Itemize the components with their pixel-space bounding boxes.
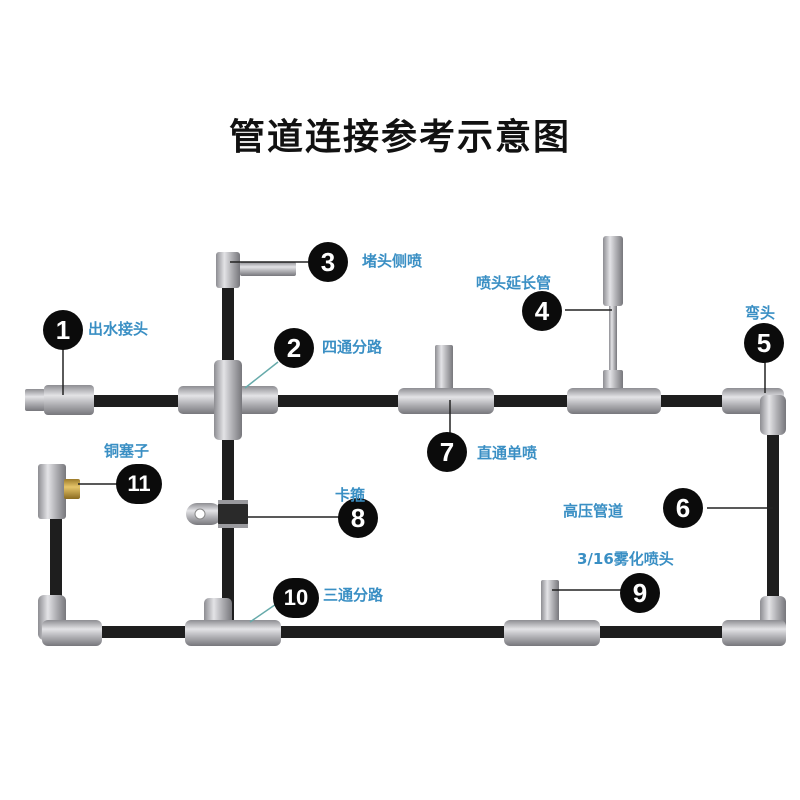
badge-11: 11 [116, 464, 162, 504]
label-four-way: 四通分路 [322, 338, 383, 356]
nozzle-extension-pipe [567, 236, 661, 414]
badge-2: 2 [274, 328, 314, 368]
badge-3: 3 [308, 242, 348, 282]
plug-side-spray [216, 252, 296, 288]
label-high-pressure-pipe: 高压管道 [563, 502, 624, 520]
label-extension-pipe: 喷头延长管 [476, 274, 552, 292]
badge-7: 7 [427, 432, 467, 472]
badge-10: 10 [273, 578, 319, 618]
four-way-connector [178, 360, 278, 440]
badge-9: 9 [620, 573, 660, 613]
badge-6: 6 [663, 488, 703, 528]
mist-nozzle-tee [504, 580, 600, 646]
badge-4: 4 [522, 291, 562, 331]
label-straight-single-spray: 直通单喷 [477, 444, 538, 462]
diagram-title: 管道连接参考示意图 [228, 117, 571, 158]
elbow-bottom-left [38, 595, 102, 646]
label-brass-plug: 铜塞子 [104, 442, 150, 460]
elbow-top-right [722, 388, 786, 435]
straight-single-spray [398, 345, 494, 414]
high-pressure-pipes [50, 280, 779, 638]
outlet-connector [25, 385, 94, 415]
label-outlet-connector: 出水接头 [88, 320, 149, 338]
label-elbow: 弯头 [745, 304, 776, 322]
label-clamp: 卡箍 [335, 486, 366, 504]
three-way-connector [185, 598, 281, 646]
label-plug-side-spray: 堵头侧喷 [362, 252, 423, 270]
label-mist-nozzle: 3/16雾化喷头 [577, 550, 674, 568]
brass-plug-fitting [38, 464, 80, 519]
elbow-bottom-right [722, 596, 786, 646]
pipe-clamp [186, 500, 248, 528]
badge-5: 5 [744, 323, 784, 363]
badge-1: 1 [43, 310, 83, 350]
label-three-way: 三通分路 [323, 586, 384, 604]
badge-8: 8 [338, 498, 378, 538]
